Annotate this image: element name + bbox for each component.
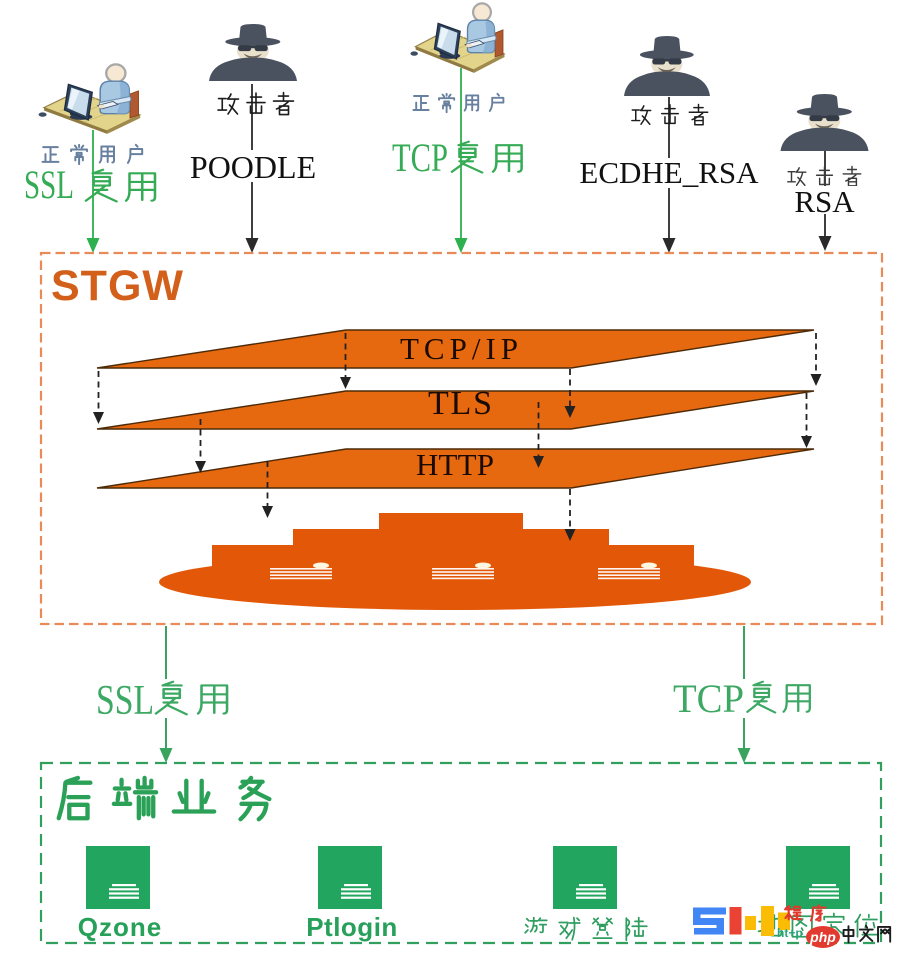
svg-text:Qzone: Qzone	[78, 912, 162, 942]
svg-text:STGW: STGW	[51, 262, 184, 310]
svg-text:TCP: TCP	[673, 676, 744, 721]
svg-text:ECDHE_RSA: ECDHE_RSA	[579, 155, 759, 190]
svg-text:TCP: TCP	[392, 135, 448, 180]
svg-text:TCP/IP: TCP/IP	[400, 331, 518, 366]
svg-text:Ptlogin: Ptlogin	[306, 912, 398, 942]
svg-text:TLS: TLS	[428, 385, 492, 422]
svg-text:ht+p: ht+p	[777, 926, 803, 940]
svg-text:HTTP: HTTP	[416, 447, 494, 482]
svg-text:SSL: SSL	[96, 678, 154, 724]
svg-text:POODLE: POODLE	[190, 149, 316, 185]
svg-text:RSA: RSA	[794, 184, 855, 219]
svg-text:php: php	[809, 929, 836, 945]
svg-text:SSL: SSL	[24, 162, 74, 207]
